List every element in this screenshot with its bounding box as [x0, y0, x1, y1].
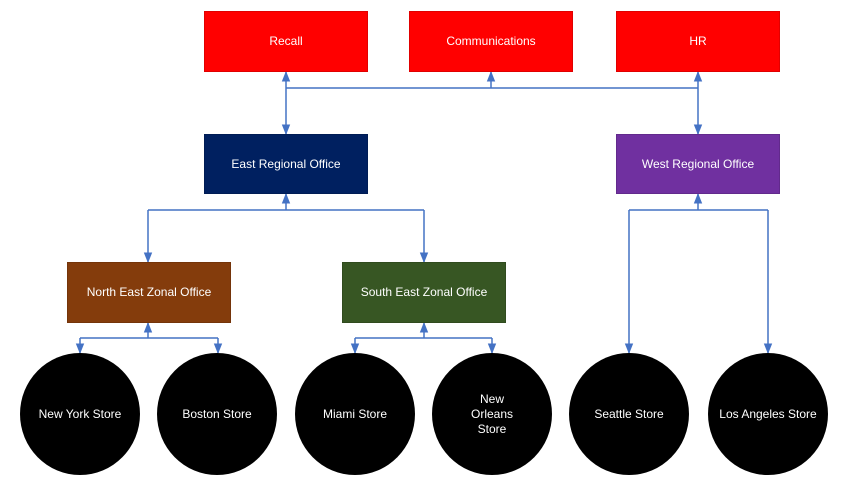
west-regional-office-label: West Regional Office [641, 156, 755, 171]
east-regional-office[interactable]: East Regional Office [204, 134, 368, 194]
store-new-york-label: New York Store [38, 406, 122, 421]
west-regional-office[interactable]: West Regional Office [616, 134, 780, 194]
store-los-angeles-label: Los Angeles Store [719, 406, 817, 421]
south-east-zonal-office-label: South East Zonal Office [360, 285, 488, 299]
dept-communications-label: Communications [446, 34, 536, 48]
store-new-york[interactable]: New York Store [20, 353, 140, 475]
store-boston-label: Boston Store [182, 406, 252, 421]
dept-hr[interactable]: HR [616, 11, 780, 72]
north-east-zonal-office-label: North East Zonal Office [86, 285, 212, 299]
north-east-zonal-office[interactable]: North East Zonal Office [67, 262, 231, 323]
store-miami[interactable]: Miami Store [295, 353, 415, 475]
dept-communications[interactable]: Communications [409, 11, 573, 72]
south-east-zonal-office[interactable]: South East Zonal Office [342, 262, 506, 323]
east-regional-office-label: East Regional Office [231, 156, 341, 171]
store-new-orleans-label: New Orleans Store [470, 391, 514, 436]
store-seattle-label: Seattle Store [594, 406, 664, 421]
store-los-angeles[interactable]: Los Angeles Store [708, 353, 828, 475]
store-boston[interactable]: Boston Store [157, 353, 277, 475]
store-new-orleans[interactable]: New Orleans Store [432, 353, 552, 475]
dept-recall-label: Recall [269, 34, 303, 48]
dept-hr-label: HR [689, 34, 707, 48]
store-miami-label: Miami Store [322, 406, 387, 421]
store-seattle[interactable]: Seattle Store [569, 353, 689, 475]
dept-recall[interactable]: Recall [204, 11, 368, 72]
